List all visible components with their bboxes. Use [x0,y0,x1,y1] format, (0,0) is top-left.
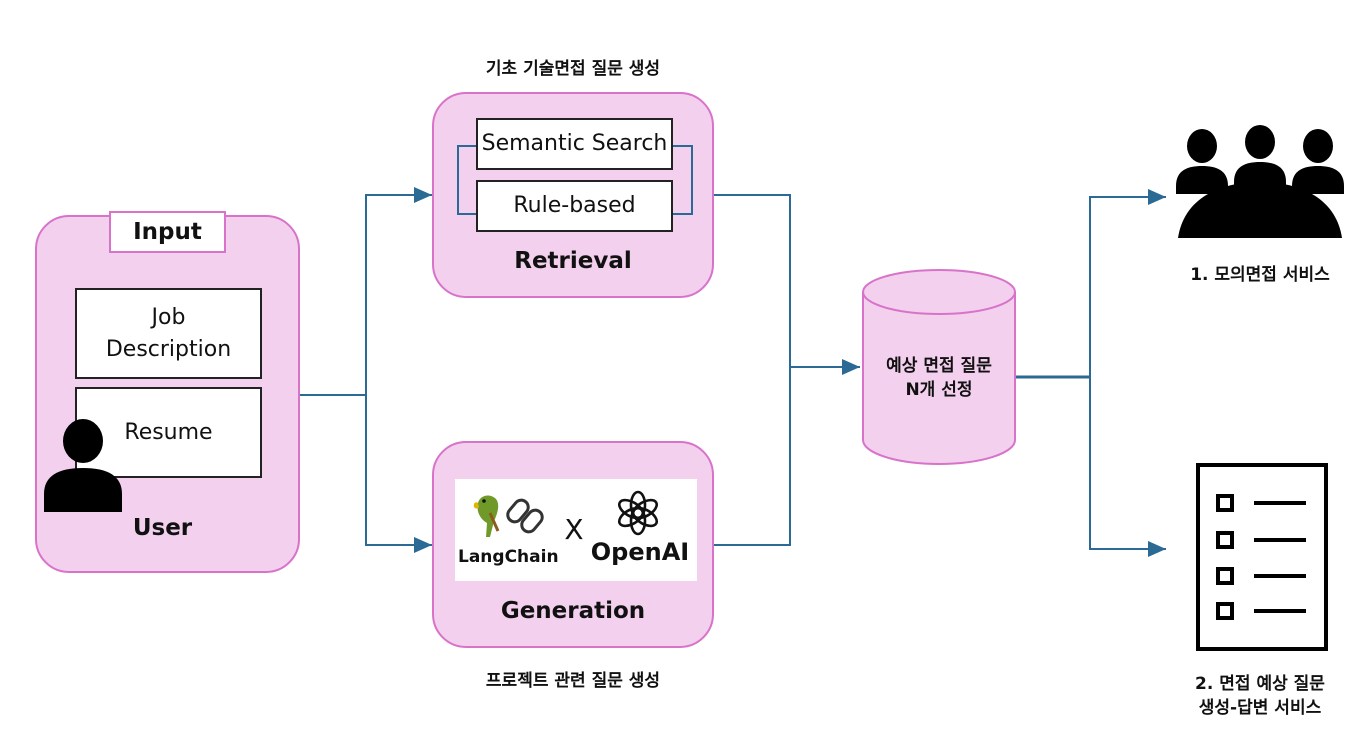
database-cylinder-icon [862,269,1016,465]
resume-box: Resume [75,387,262,478]
user-label: User [132,515,193,541]
database-label: 예상 면접 질문 N개 선정 [886,356,992,400]
openai-label: OpenAI [590,538,690,566]
connector-retrieval-to-db [712,194,860,375]
openai-logo-icon [617,490,659,536]
retrieval-caption: 기초 기술면접 질문 생성 [485,59,661,79]
retrieval-bracket [457,145,693,215]
connector-to-generation [365,395,432,553]
qa-service-label: 2. 면접 예상 질문 생성-답변 서비스 [1195,674,1325,718]
group-meeting-icon [1176,125,1344,238]
user-icon [44,419,122,512]
generation-caption: 프로젝트 관련 질문 생성 [485,671,661,691]
langchain-logo-icon [473,495,544,537]
input-tab: Input [109,211,226,253]
langchain-label: LangChain [458,547,559,567]
rule-based-box: Rule-based [476,180,673,232]
connector-to-retrieval [365,187,432,395]
semantic-search-box: Semantic Search [476,118,673,170]
mock-interview-label: 1. 모의면접 서비스 [1190,265,1330,285]
generation-title: Generation [500,598,646,624]
generation-logo-box [455,479,697,581]
times-symbol: X [564,513,584,546]
job-description-box: Job Description [75,288,262,379]
connector-to-mock-interview [1089,189,1166,377]
checklist-icon [1196,463,1328,651]
retrieval-title: Retrieval [514,248,632,274]
connector-generation-to-db [712,367,791,546]
connector-to-qa-service [1089,377,1166,557]
